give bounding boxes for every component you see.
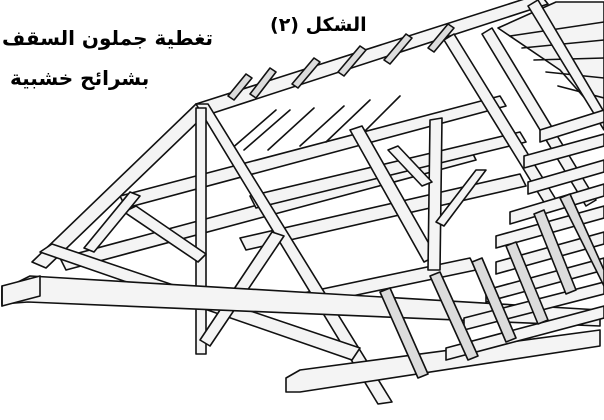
figure-title-line-2: بشرائح خشبية: [10, 66, 150, 90]
lower-rafters: [379, 193, 604, 379]
figure-title-line-1: تغطية جملون السقف: [2, 26, 214, 50]
middle-truss: [349, 117, 487, 271]
foot-beams: [1, 275, 41, 307]
figure-number-label: الشكل (٢): [270, 14, 367, 36]
long-rafters: [443, 0, 604, 213]
common-rafters: [227, 23, 455, 151]
